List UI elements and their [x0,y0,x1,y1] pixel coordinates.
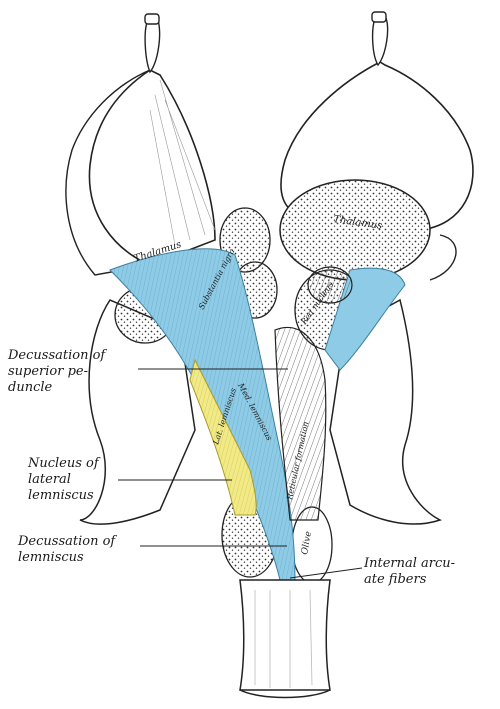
medulla-stem [239,579,331,699]
central-tegmentum [274,266,353,521]
lateral-lemniscus-band [189,358,257,516]
leader-lines [118,368,363,579]
label-decussation-lemniscus: Decussation of lemniscus [18,534,116,565]
lateral-wings [79,234,457,525]
label-internal-arcuate-fibers: Internal arcu- ate fibers [364,556,456,587]
left-upper-lobe [65,13,216,276]
olive-text: Olive [300,531,314,556]
label-decussation-superior-peduncle: Decussation of superior pe- duncle [8,348,106,395]
label-nucleus-lateral-lemniscus: Nucleus of lateral lemniscus [28,456,99,503]
